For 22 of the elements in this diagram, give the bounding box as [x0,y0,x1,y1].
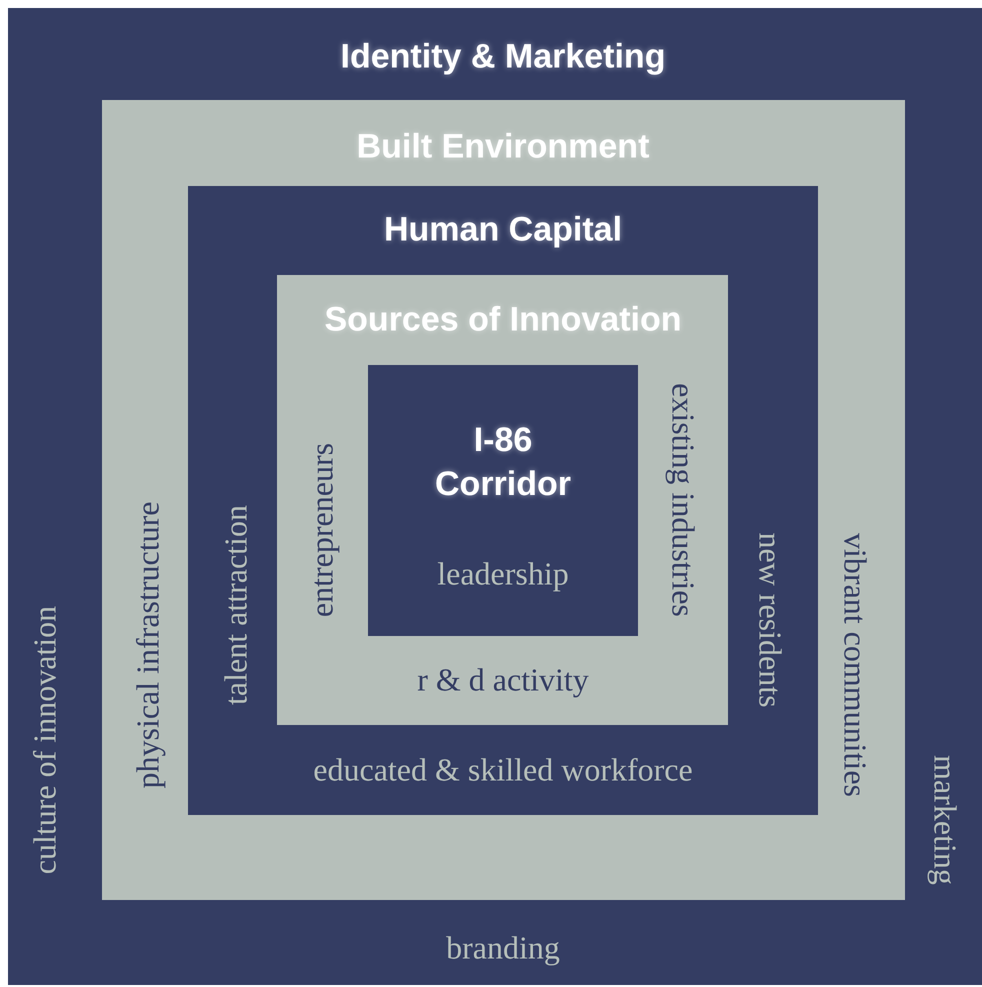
square-panel [188,186,818,815]
section-title: I-86 Corridor [434,420,572,505]
square-panel [368,365,638,636]
item-label: existing industries [664,383,702,617]
section-title: Sources of Innovation [324,300,682,340]
item-label: leadership [437,556,569,592]
square-panel [277,275,728,725]
item-label: educated & skilled workforce [313,752,693,788]
section-title: Built Environment [356,128,650,166]
square-panel [102,100,905,900]
item-label: marketing [926,755,964,885]
item-label: talent attraction [218,505,254,705]
item-label: new residents [752,532,788,708]
item-label: vibrant communities [836,533,874,797]
item-label: branding [446,930,560,966]
section-title: Human Capital [384,210,622,250]
item-label: r & d activity [417,662,589,698]
item-label: culture of innovation [26,606,64,874]
section-title: Identity & Marketing [340,38,666,76]
item-label: physical infrastructure [130,502,166,788]
square-panel [8,8,982,985]
item-label: entrepreneurs [304,442,340,618]
